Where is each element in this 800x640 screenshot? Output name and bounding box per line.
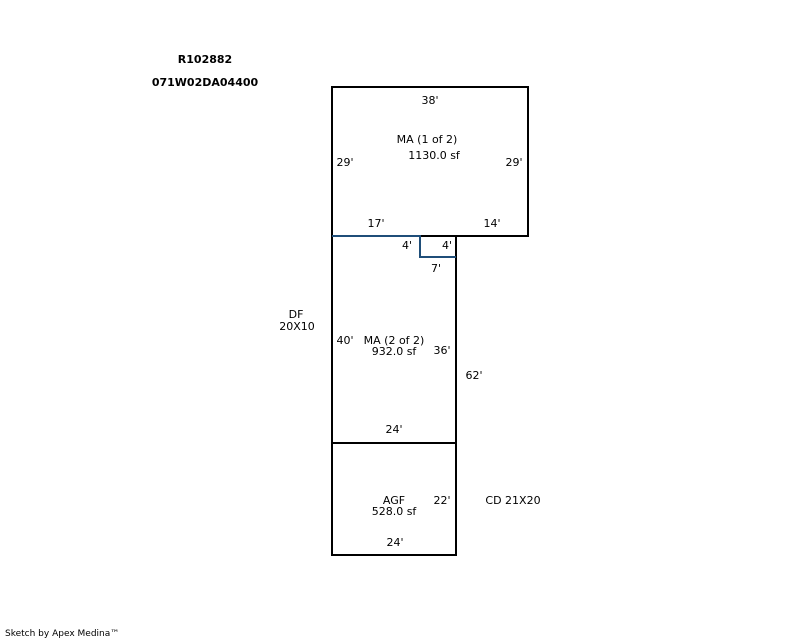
sketch-credit: Sketch by Apex Medina™ [5, 629, 120, 639]
dim-notch-right: 4' [441, 239, 453, 252]
ma1-area: 1130.0 sf [408, 149, 460, 162]
dim-ma2-right: 36' [433, 344, 451, 357]
ma1-outline [331, 86, 529, 258]
dim-ma1-top: 38' [421, 94, 439, 107]
dim-ma1-bottom-left: 17' [367, 217, 385, 230]
shared-wall-line [332, 235, 456, 258]
dim-outer-right: 62' [465, 369, 483, 382]
df-label: DF [288, 308, 304, 321]
cd-label: CD 21X20 [485, 494, 541, 507]
ma2-area: 932.0 sf [371, 345, 417, 358]
agf-outline [331, 442, 457, 556]
dim-agf-bottom: 24' [386, 536, 404, 549]
dim-ma1-bottom-right: 14' [483, 217, 501, 230]
dim-ma1-left: 29' [336, 156, 354, 169]
dim-ma2-bottom: 24' [385, 423, 403, 436]
df-size: 20X10 [279, 320, 315, 333]
dim-notch-bottom: 7' [430, 262, 442, 275]
dim-ma1-right: 29' [505, 156, 523, 169]
account-number: R102882 [177, 53, 233, 66]
dim-agf-right: 22' [433, 494, 451, 507]
dim-ma2-left: 40' [336, 334, 354, 347]
map-tax-lot: 071W02DA04400 [151, 76, 259, 89]
agf-area: 528.0 sf [371, 505, 417, 518]
agf-name: AGF [382, 494, 406, 507]
dim-notch-left: 4' [401, 239, 413, 252]
ma1-name: MA (1 of 2) [396, 133, 458, 146]
ma2-name: MA (2 of 2) [363, 334, 425, 347]
